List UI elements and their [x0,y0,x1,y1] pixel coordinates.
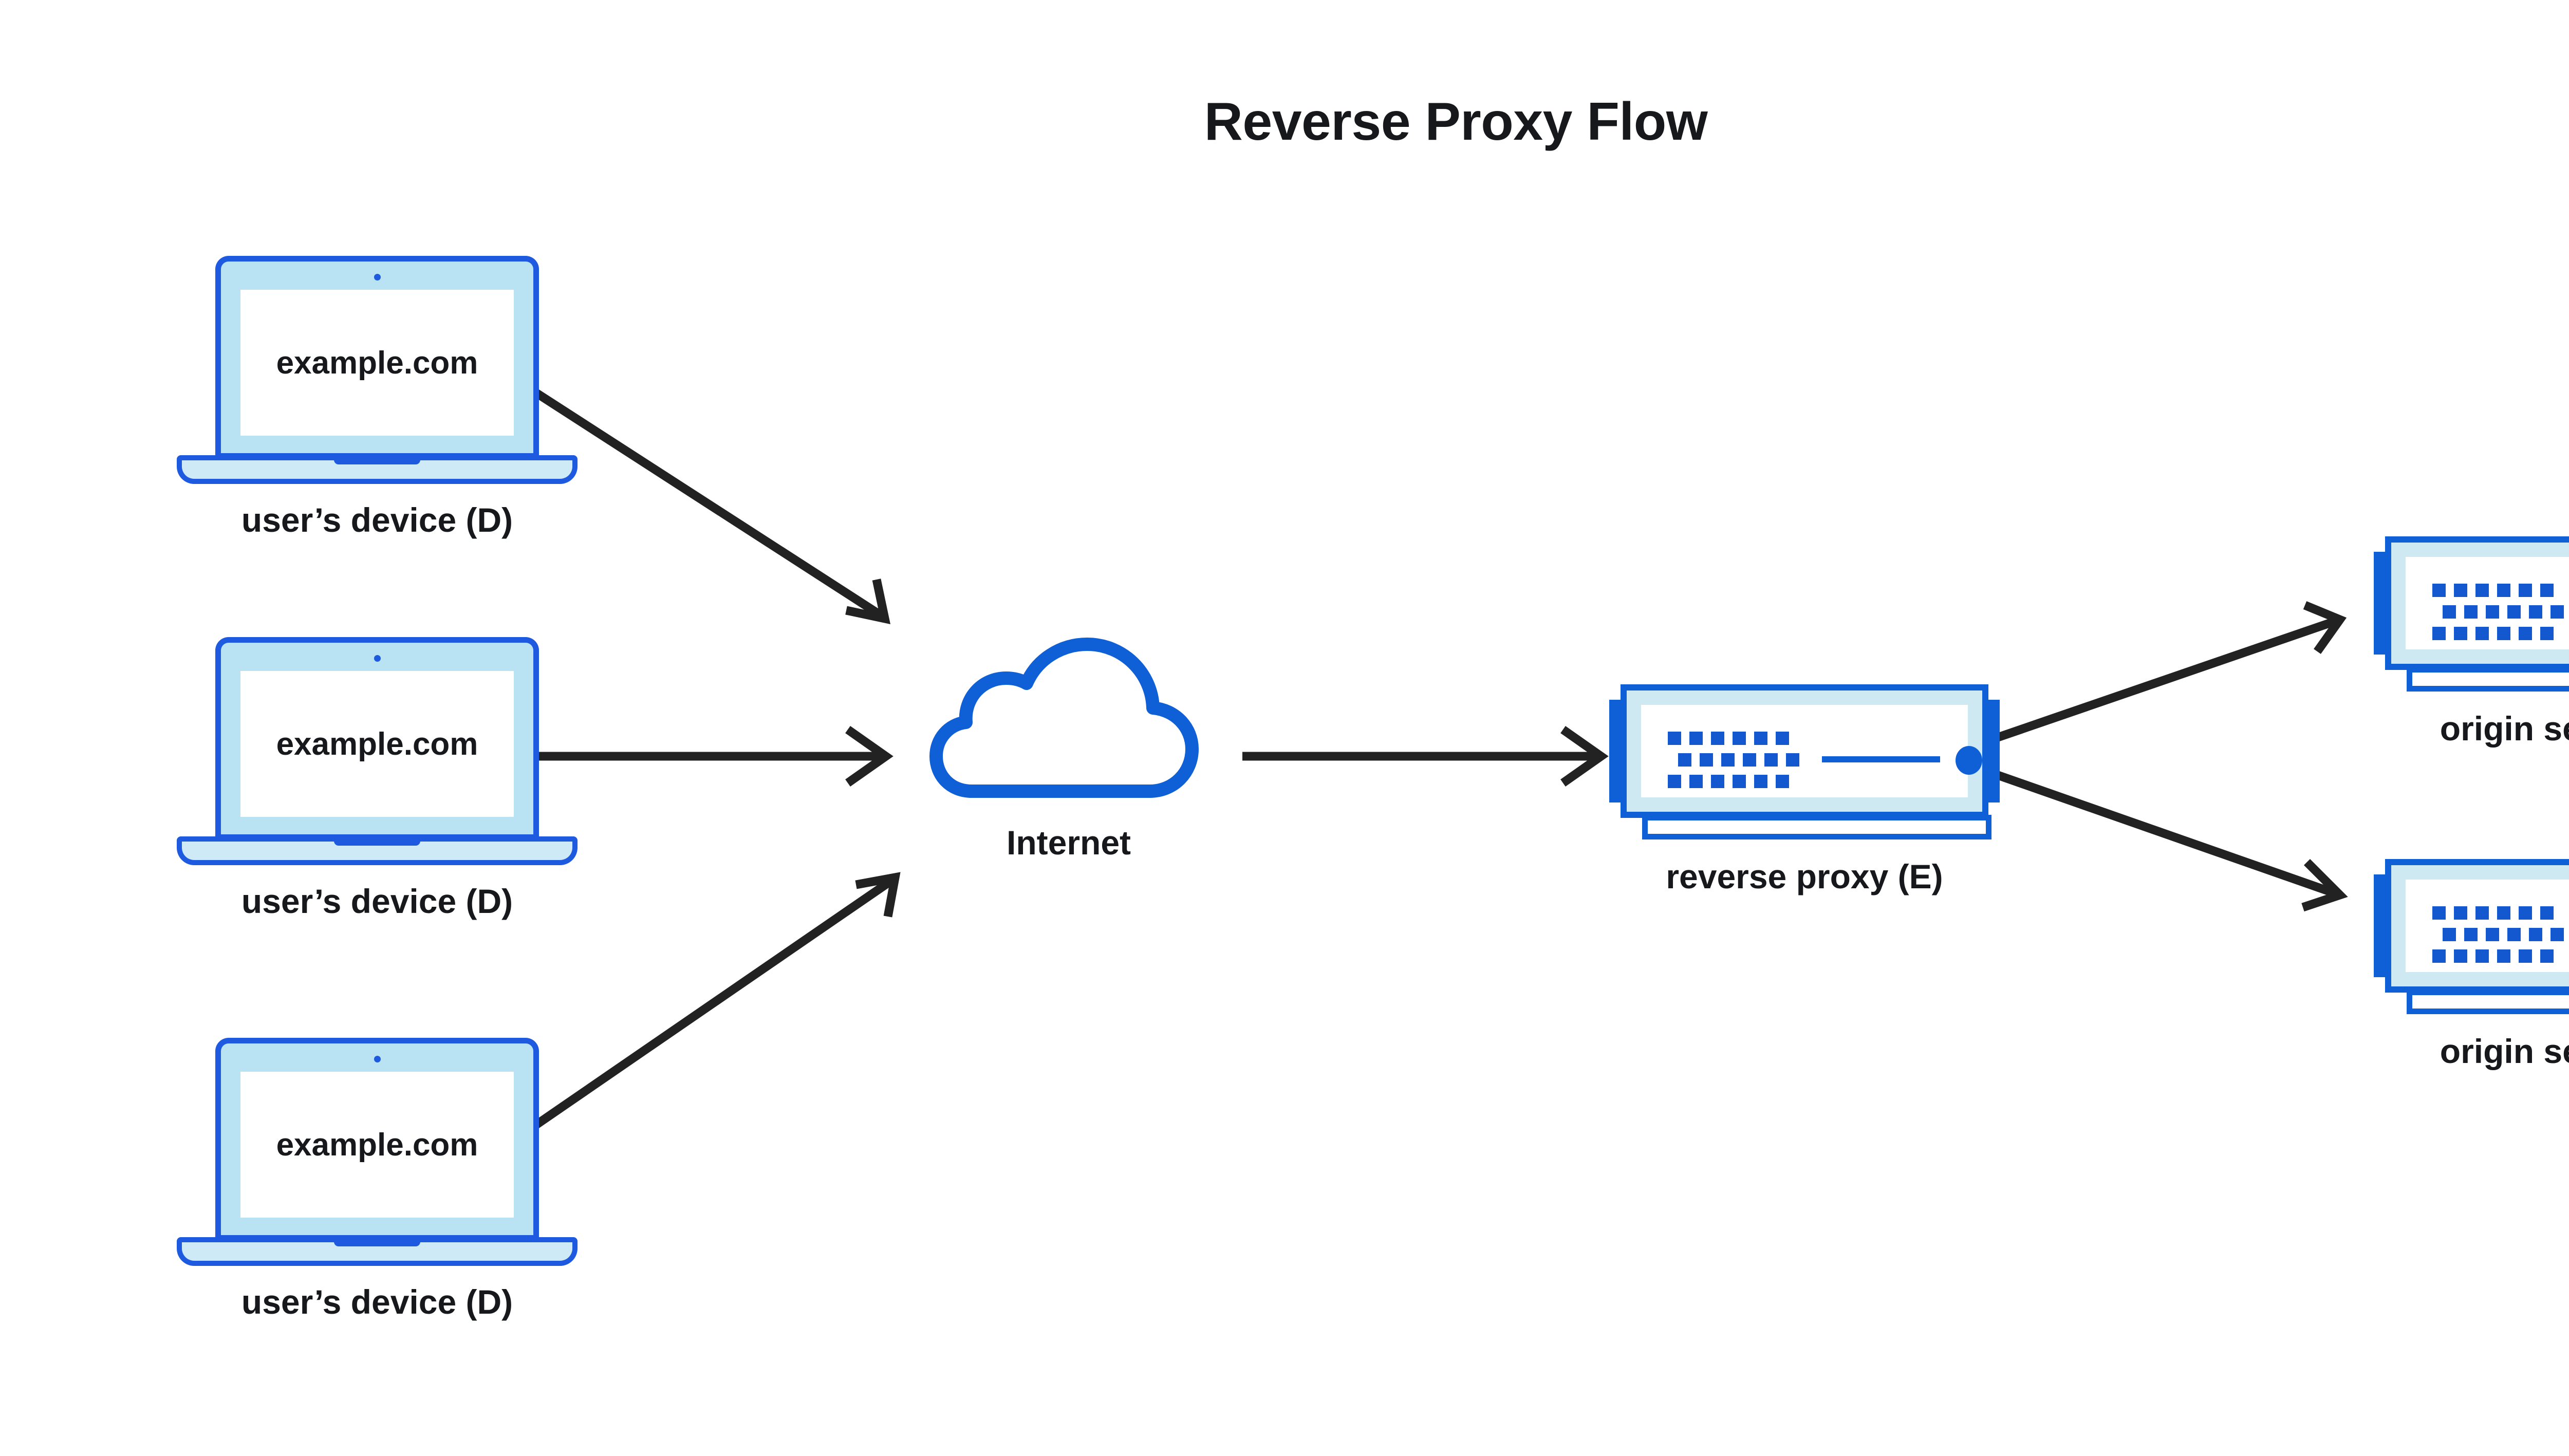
screen-url-text: example.com [276,726,478,762]
webcam-icon [374,655,381,662]
node-label-user-device-3: user’s device (D) [241,1283,513,1321]
laptop-lid: example.com [215,256,539,459]
laptop-lid: example.com [215,637,539,840]
node-user-device-1[interactable]: example.com user’s device (D) [177,256,578,539]
arrowhead-proxy-to-origin1 [2303,601,2347,654]
server-port-row [2432,906,2559,920]
server-port-row [1668,775,1794,788]
server-faceplate [1641,705,1982,797]
server-port-row [1678,753,1804,767]
arrowhead-device3-to-internet [855,872,901,918]
server-port-row [1668,732,1794,745]
webcam-icon [374,1056,381,1062]
node-label-reverse-proxy: reverse proxy (E) [1666,857,1943,895]
node-label-user-device-2: user’s device (D) [241,882,513,920]
server-port-row [2443,928,2569,941]
server-port-row [2432,949,2559,963]
server-port-row [2432,627,2559,640]
node-origin-server-1[interactable]: origin server (F) [2374,529,2569,748]
laptop-lid: example.com [215,1038,539,1241]
server-faceplate [2406,557,2569,649]
node-internet[interactable]: Internet [925,637,1213,862]
arrowhead-device2-to-internet [845,726,893,787]
server-base [2407,990,2569,1014]
node-label-origin-server-1: origin server (F) [2440,710,2569,748]
laptop-screen: example.com [240,1072,514,1218]
server-faceplate [2406,880,2569,972]
server-led-icon [1956,746,1982,775]
node-label-origin-server-2: origin server (F) [2440,1032,2569,1070]
node-user-device-2[interactable]: example.com user’s device (D) [177,637,578,920]
webcam-icon [374,274,381,281]
node-origin-server-2[interactable]: origin server (F) [2374,852,2569,1070]
node-label-user-device-1: user’s device (D) [241,501,513,539]
server-base [2407,667,2569,692]
server-base [1642,815,1991,839]
server-port-row [2443,605,2569,619]
laptop-notch [334,837,420,846]
arrowhead-device1-to-internet [845,578,891,625]
arrow-proxy-to-origin2 [1995,770,2338,899]
server-chassis [2385,536,2569,670]
server-port-grid [2432,584,2564,640]
server-status-line [1822,756,1940,762]
laptop-screen: example.com [240,671,514,817]
laptop-notch [334,456,420,464]
server-port-grid [1668,732,1799,788]
screen-url-text: example.com [276,345,478,381]
node-label-internet: Internet [1006,824,1131,862]
server-port-row [2432,584,2559,597]
arrowhead-internet-to-proxy [1560,726,1609,787]
laptop-notch [334,1238,420,1246]
node-user-device-3[interactable]: example.com user’s device (D) [177,1038,578,1321]
arrow-proxy-to-origin1 [1995,616,2338,742]
cloud-icon [929,638,1199,798]
server-chassis [1621,684,1988,818]
laptop-screen: example.com [240,290,514,436]
server-chassis [2385,859,2569,993]
node-reverse-proxy[interactable]: reverse proxy (E) [1609,677,2000,895]
arrowhead-proxy-to-origin2 [2301,858,2348,912]
server-port-grid [2432,906,2564,963]
page-title: Reverse Proxy Flow [1204,92,1708,152]
screen-url-text: example.com [276,1127,478,1163]
